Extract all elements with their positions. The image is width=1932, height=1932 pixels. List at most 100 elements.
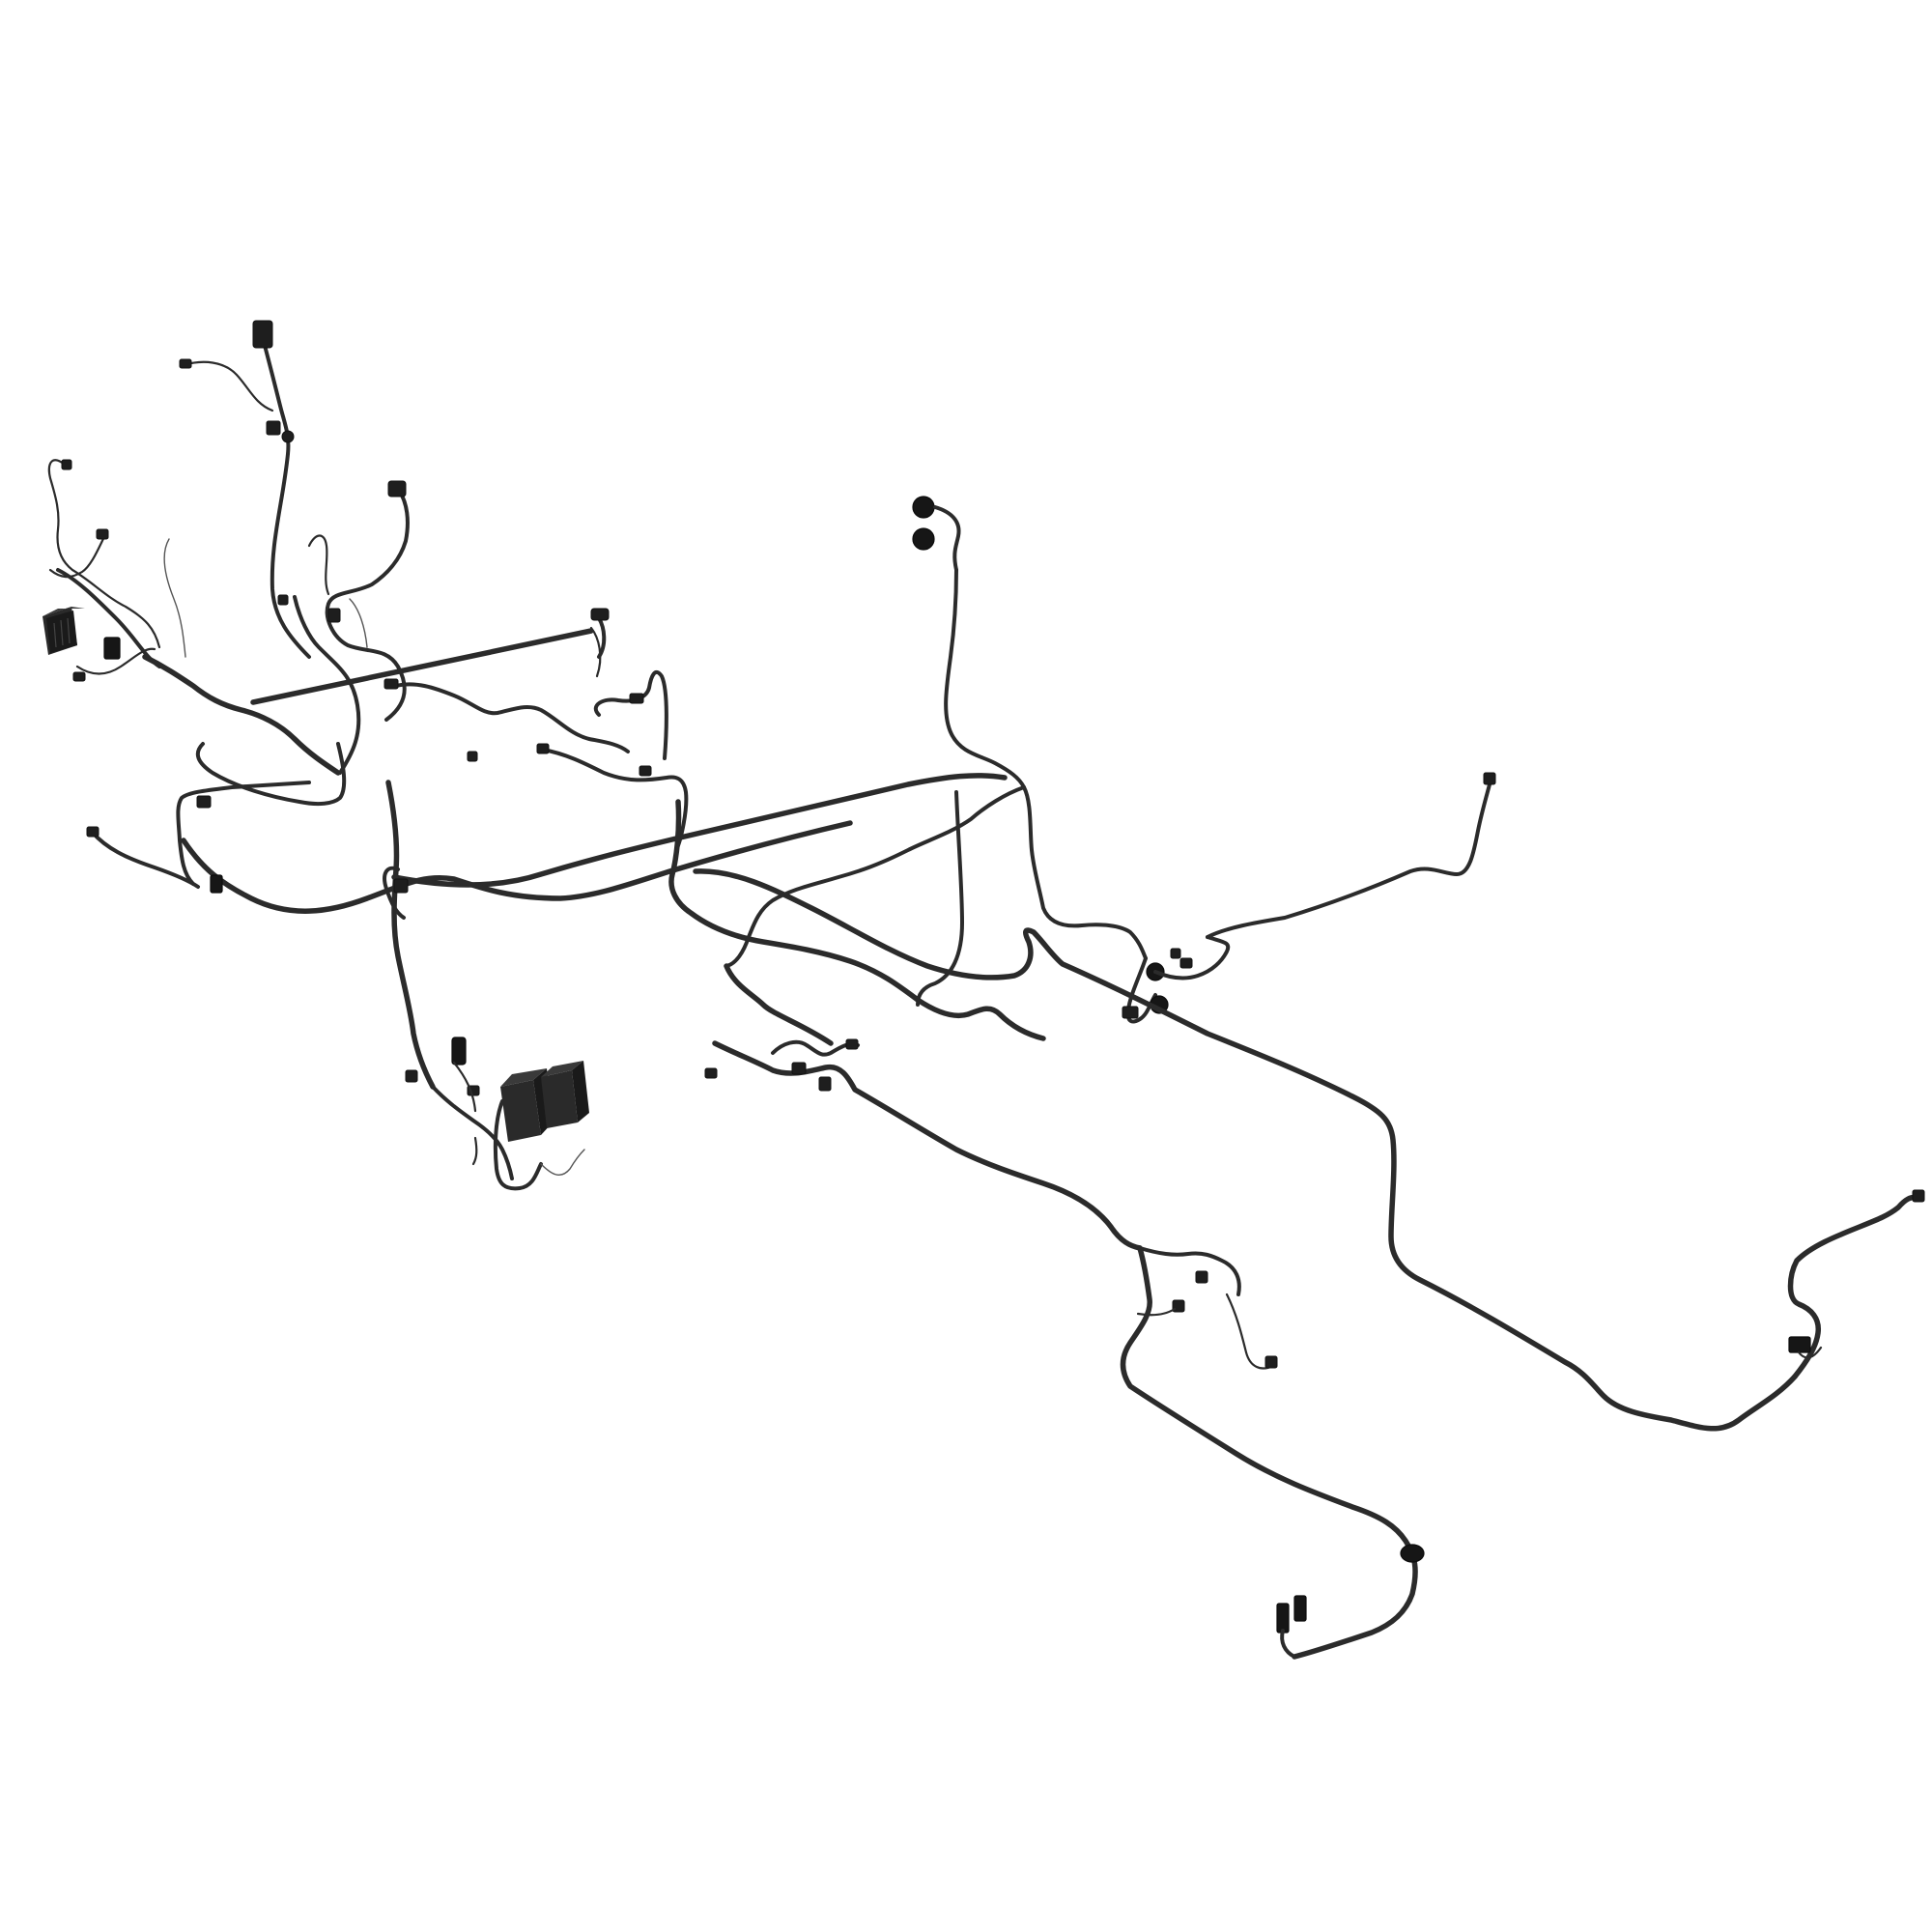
- top-center-right-group: [912, 496, 1148, 1007]
- left-lower-rail-wire: [181, 820, 853, 914]
- far-right-cluster-block: [1788, 1336, 1811, 1353]
- far-right-end-plug: [1912, 1189, 1925, 1203]
- right-upper-branch-wire: [1206, 782, 1492, 939]
- center-to-right-rail-group: [693, 785, 1798, 1432]
- mid-clip-connector: [266, 420, 281, 436]
- left-side-branch-wire: [48, 531, 108, 579]
- left-loop-wire: [195, 742, 347, 807]
- wavy-mid-wire: [394, 682, 630, 753]
- lower-left-u-wire: [493, 1099, 543, 1191]
- lower-right-coil: [1400, 1544, 1425, 1563]
- mid-clip-ring: [281, 430, 295, 443]
- upper-far-branch-wire: [589, 626, 602, 678]
- left-lower-block: [210, 874, 223, 894]
- upper-center-branch-wire: [325, 487, 410, 722]
- long-down-cross-wire: [668, 799, 1046, 1041]
- cluster-loop-wire: [1138, 1246, 1241, 1296]
- lower-center-main-wire: [724, 963, 834, 1046]
- far-left-lower-lead-wire: [91, 831, 200, 889]
- right-middle-junction-group: [1122, 772, 1496, 1024]
- center-left-down-wire: [385, 780, 436, 1090]
- lower-right-long-wire: [1120, 1245, 1418, 1660]
- lower-right-group: [1120, 1245, 1425, 1660]
- small-right-plug: [590, 608, 610, 621]
- cluster-side-wire: [1136, 1307, 1177, 1317]
- right-upper-plug: [1483, 772, 1496, 785]
- center-loop-return-wire: [724, 785, 1026, 968]
- cluster-plug-a: [1195, 1270, 1208, 1284]
- mid-center-wire: [541, 748, 689, 852]
- round-connector-lead-wire: [933, 505, 961, 572]
- wavy-mid-plug: [384, 678, 399, 690]
- lower-right-end-connector-a: [1276, 1603, 1290, 1634]
- hair-wire-2: [349, 598, 368, 648]
- center-left-drop-wire: [916, 790, 964, 1007]
- right-junction-cluster-wire: [1125, 956, 1157, 1024]
- lower-left-tall-connector: [451, 1037, 467, 1065]
- center-loop-wire: [593, 669, 668, 760]
- misc-plug-d: [1170, 948, 1181, 959]
- lower-left-branch-wire: [431, 1085, 514, 1180]
- lower-left-short-wire: [452, 1061, 477, 1113]
- far-left-hook-wire: [47, 459, 161, 649]
- mid-center-plug: [536, 743, 550, 754]
- left-box-lead-wire: [75, 647, 156, 675]
- misc-plug-a: [277, 594, 289, 606]
- center-right-down-wire: [1022, 785, 1148, 960]
- round-connector-upper: [912, 496, 935, 519]
- upper-center-down-wire: [293, 595, 361, 775]
- far-right-upper-wire: [1787, 1194, 1920, 1379]
- top-left-sub-wire: [182, 360, 274, 412]
- cluster-tail-wire: [1225, 1293, 1275, 1370]
- left-box-lead-plug: [72, 671, 86, 682]
- lower-middle-group: [712, 963, 1143, 1251]
- main-trunk-group: [181, 628, 1008, 914]
- lower-right-end-connector-b: [1293, 1595, 1307, 1622]
- lower-box-hair-wire: [540, 1149, 585, 1177]
- right-junction-loop-wire: [1153, 935, 1231, 980]
- lower-center-clip-c: [845, 1038, 859, 1050]
- right-junction-badge: [1122, 1006, 1139, 1019]
- left-lower-clip: [196, 795, 212, 809]
- lower-center-clip-b: [818, 1076, 832, 1092]
- center-vertical-drop-wire: [944, 568, 1026, 789]
- lower-right-end-wire: [1280, 1629, 1296, 1659]
- misc-connectors-group: [277, 594, 1181, 1079]
- right-junction-clip: [1179, 957, 1193, 969]
- upper-center-clip: [327, 608, 341, 623]
- left-side-plug: [96, 528, 109, 540]
- center-left-loop-wire: [383, 866, 406, 920]
- lower-left-clip-a: [405, 1069, 418, 1083]
- top-connector: [252, 320, 273, 349]
- upper-center-hook-wire: [307, 534, 330, 596]
- lower-box-lead-wire: [471, 1136, 478, 1166]
- left-cluster-group: [43, 320, 368, 894]
- lower-center-connector-loop-wire: [771, 1039, 860, 1057]
- upper-center-connector: [387, 480, 407, 497]
- misc-plug-b: [467, 751, 478, 762]
- center-left-down-group: [383, 780, 589, 1191]
- lower-center-clip-a: [791, 1062, 807, 1075]
- far-right-cluster-wire: [1797, 1346, 1823, 1359]
- center-loop-plug: [639, 765, 652, 777]
- left-fuse-box: [43, 607, 85, 655]
- center-right-long-rail-wire: [693, 868, 1798, 1432]
- lower-twin-relay-box: [500, 1061, 589, 1142]
- upper-cross-rail-wire: [250, 628, 594, 705]
- far-left-lower-plug: [86, 826, 99, 838]
- left-small-box: [103, 637, 121, 660]
- far-right-group: [1787, 1189, 1925, 1379]
- top-branch-wire: [261, 336, 311, 659]
- far-left-hook-plug: [61, 459, 72, 470]
- left-cluster-trunk-wire: [142, 654, 341, 776]
- round-connector-lower: [912, 527, 935, 551]
- upper-center-cluster-group: [293, 480, 1046, 1041]
- hair-wire-1: [163, 538, 186, 658]
- center-long-rail-wire: [391, 773, 1008, 888]
- cluster-tail-plug: [1264, 1355, 1278, 1369]
- left-trunk-upper-wire: [56, 568, 161, 668]
- misc-plug-c: [704, 1067, 718, 1079]
- left-lower-loop-wire: [176, 781, 311, 886]
- top-left-plug: [179, 358, 192, 369]
